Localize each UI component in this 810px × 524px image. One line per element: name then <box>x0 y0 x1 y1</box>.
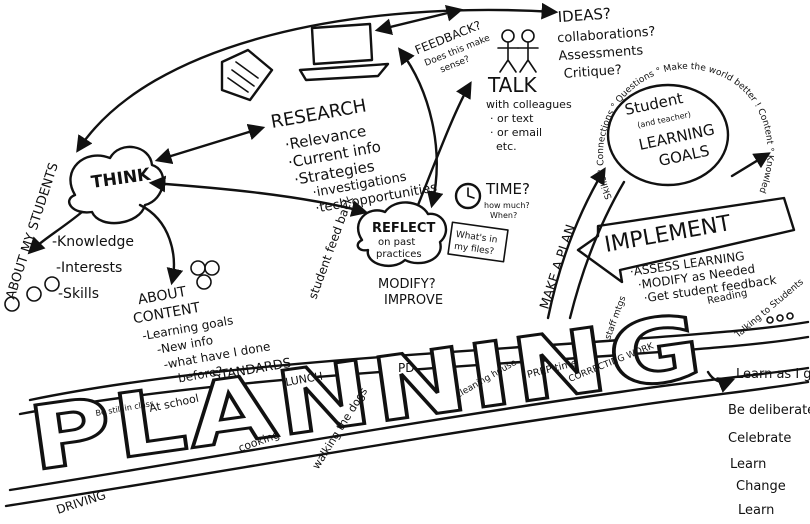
time-sub: When? <box>490 211 517 220</box>
right-list-item: Change <box>736 479 786 494</box>
people-icon <box>497 29 539 73</box>
arrow-reflect-talk <box>416 81 472 207</box>
talk-item: etc. <box>496 140 517 153</box>
arrow-make-a-plan <box>546 167 606 320</box>
about-students-label: ABOUT MY STUDENTS <box>4 161 62 301</box>
think-item: -Interests <box>56 260 122 276</box>
time-title: TIME? <box>485 180 530 198</box>
right-list-item: Learn <box>730 457 766 472</box>
arrow-think-research <box>154 123 266 165</box>
right-list-item: Be deliberate <box>728 403 810 418</box>
planning-road <box>4 320 810 508</box>
think-item: -Skills <box>58 286 99 302</box>
think-label: THINK <box>90 165 153 193</box>
reflect-improve: IMPROVE <box>384 293 443 308</box>
implement-title: IMPLEMENT <box>603 211 734 258</box>
talk-item: · or text <box>490 112 534 125</box>
right-list-item: Celebrate <box>728 431 791 446</box>
ideas-item: Critique? <box>563 63 622 82</box>
talk-item: with colleagues <box>486 98 572 111</box>
reflect-sub: practices <box>376 249 422 260</box>
arrow-think-reflect <box>148 175 369 217</box>
arrow-laptop-reflect <box>397 47 444 209</box>
arc-arrow-top <box>76 2 559 153</box>
ideas-item: Assessments <box>558 43 644 64</box>
talk-title: TALK <box>487 73 537 97</box>
arrow-think-students <box>27 210 84 255</box>
road-label: DRIVING <box>55 488 108 517</box>
make-a-plan-label: MAKE A PLAN <box>538 223 579 311</box>
road-label: PD <box>398 361 414 375</box>
talk-item: · or email <box>490 126 542 139</box>
files-box: What's in my files? <box>447 221 509 263</box>
right-list-item: Learn <box>738 503 774 518</box>
reflect-cloud: REFLECT on past practices <box>356 201 448 267</box>
smiley-faces-icon <box>4 276 60 312</box>
ideas-item: collaborations? <box>557 24 656 46</box>
arrow-laptop-feedback <box>374 5 464 35</box>
clock-icon <box>454 182 482 210</box>
reflect-sub: on past <box>378 237 415 248</box>
laptop-icon <box>298 22 390 82</box>
dots-icon <box>766 312 794 324</box>
arrow-learn <box>706 370 736 393</box>
arrow-ring <box>730 152 771 178</box>
people-group-icon <box>190 260 220 290</box>
time-sub: how much? <box>484 201 530 210</box>
ideas-item: IDEAS? <box>557 4 611 26</box>
reflect-modify: MODIFY? <box>378 277 436 292</box>
road-label: LUNCH <box>284 370 323 389</box>
book-icon <box>220 48 274 102</box>
reflect-title: REFLECT <box>372 221 435 236</box>
arrow-think-content <box>138 203 184 286</box>
think-item: -Knowledge <box>52 234 134 250</box>
right-list-item: Learn as I go <box>736 367 810 382</box>
implement-arrow <box>576 196 796 284</box>
